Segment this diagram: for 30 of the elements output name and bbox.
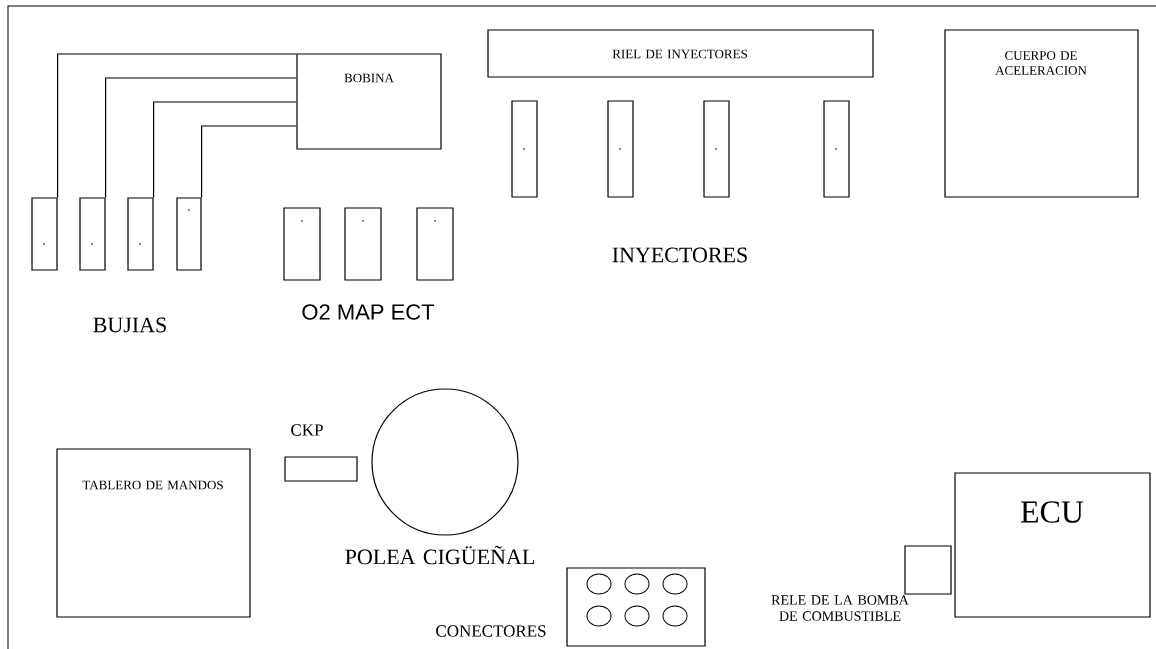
wire bbox=[153, 101, 297, 198]
injector-box: . bbox=[703, 100, 730, 198]
part-label: O2 MAP ECT bbox=[302, 304, 435, 320]
wire bbox=[201, 125, 297, 198]
sensor-box: . bbox=[416, 207, 454, 281]
part-label: INYECTORES bbox=[612, 247, 747, 263]
wire bbox=[105, 77, 297, 198]
node-label: CONECTORES bbox=[436, 625, 546, 637]
spark-plug-box: . bbox=[176, 197, 202, 271]
part-label: BUJIAS bbox=[93, 317, 166, 333]
spark-plug-box: . bbox=[31, 197, 58, 271]
injector-rail-box: RIEL DE INYECTORES bbox=[487, 29, 874, 78]
connector-block: CONECTORES bbox=[436, 567, 706, 647]
injector-box: . bbox=[511, 100, 538, 198]
injector-box: . bbox=[823, 100, 850, 198]
coil-box: BOBINA bbox=[296, 53, 442, 150]
injector-box: . bbox=[607, 100, 634, 198]
node-label: RELE DE LA BOMBA DE COMBUSTIBLE bbox=[771, 595, 909, 621]
spark-plug-box: . bbox=[79, 197, 106, 271]
wire bbox=[57, 53, 297, 198]
sensor-box: CKP bbox=[284, 424, 358, 482]
node-label: POLEA CIGÜEÑAL bbox=[345, 545, 534, 565]
dashboard-box: TABLERO DE MANDOS bbox=[56, 448, 251, 618]
sensor-box: . bbox=[283, 207, 321, 281]
throttle-body-box: CUERPO DE ACELERACION bbox=[944, 29, 1139, 198]
sensor-box: . bbox=[344, 207, 382, 281]
node-label: CKP bbox=[291, 424, 323, 436]
relay-box: RELE DE LA BOMBA DE COMBUSTIBLE bbox=[771, 545, 952, 621]
spark-plug-box: . bbox=[127, 197, 154, 271]
ecu-box: ECU bbox=[954, 472, 1151, 618]
